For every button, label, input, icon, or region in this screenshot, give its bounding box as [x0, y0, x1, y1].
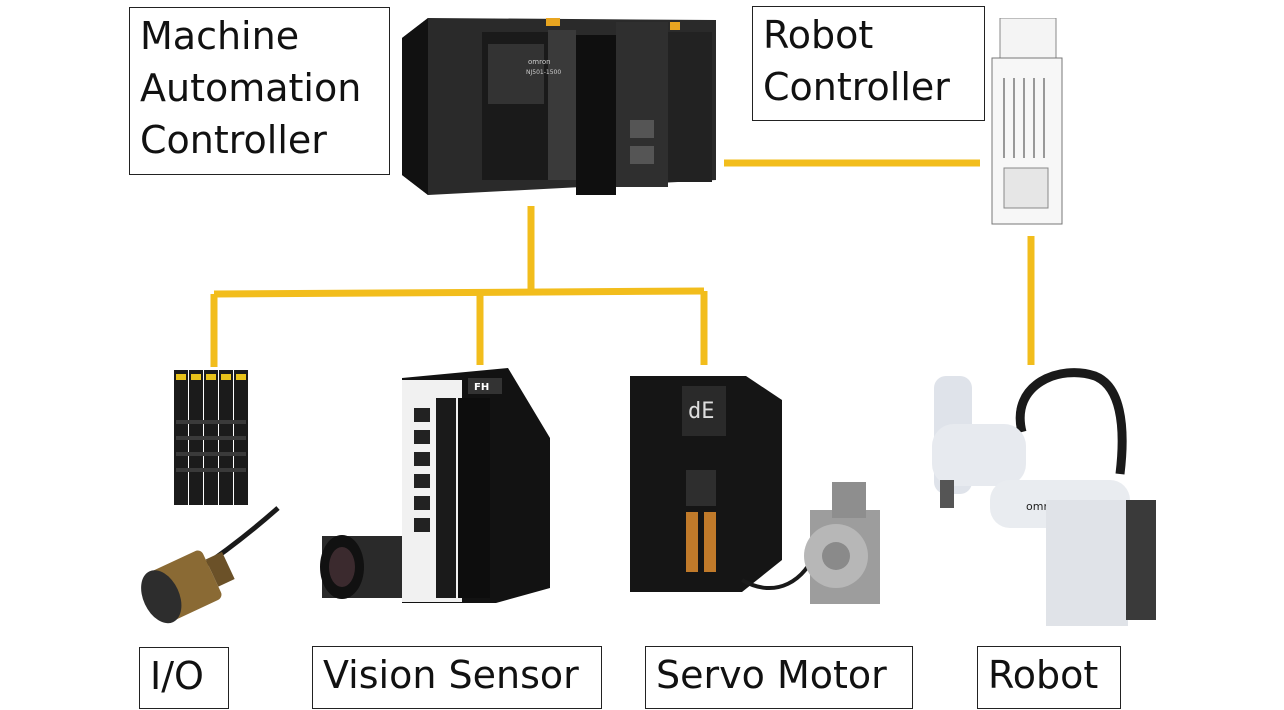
robot-controller-device: [991, 18, 1063, 225]
vision-model-text: FH: [474, 382, 489, 393]
robot-label: Robot: [977, 646, 1121, 709]
io-label: I/O: [139, 647, 229, 709]
machine-automation-controller-label: Machine Automation Controller: [129, 7, 390, 175]
io-module-device: [174, 370, 248, 505]
mac-model-text: NJ501-1500: [526, 69, 561, 76]
vision-sensor-label: Vision Sensor: [312, 646, 602, 709]
servo-motor-device: dE: [630, 376, 880, 604]
servo-motor-label: Servo Motor: [645, 646, 913, 709]
robot-controller-label: Robot Controller: [752, 6, 985, 121]
vision-sensor-device: FH: [320, 368, 550, 603]
machine-automation-controller-device: omron NJ501-1500: [402, 18, 716, 195]
link-bus: [213, 287, 705, 298]
proximity-sensor-device: [141, 506, 280, 624]
mac-brand-text: omron: [528, 58, 551, 66]
robot-device: omron: [932, 368, 1156, 626]
servo-display-text: dE: [688, 399, 715, 424]
